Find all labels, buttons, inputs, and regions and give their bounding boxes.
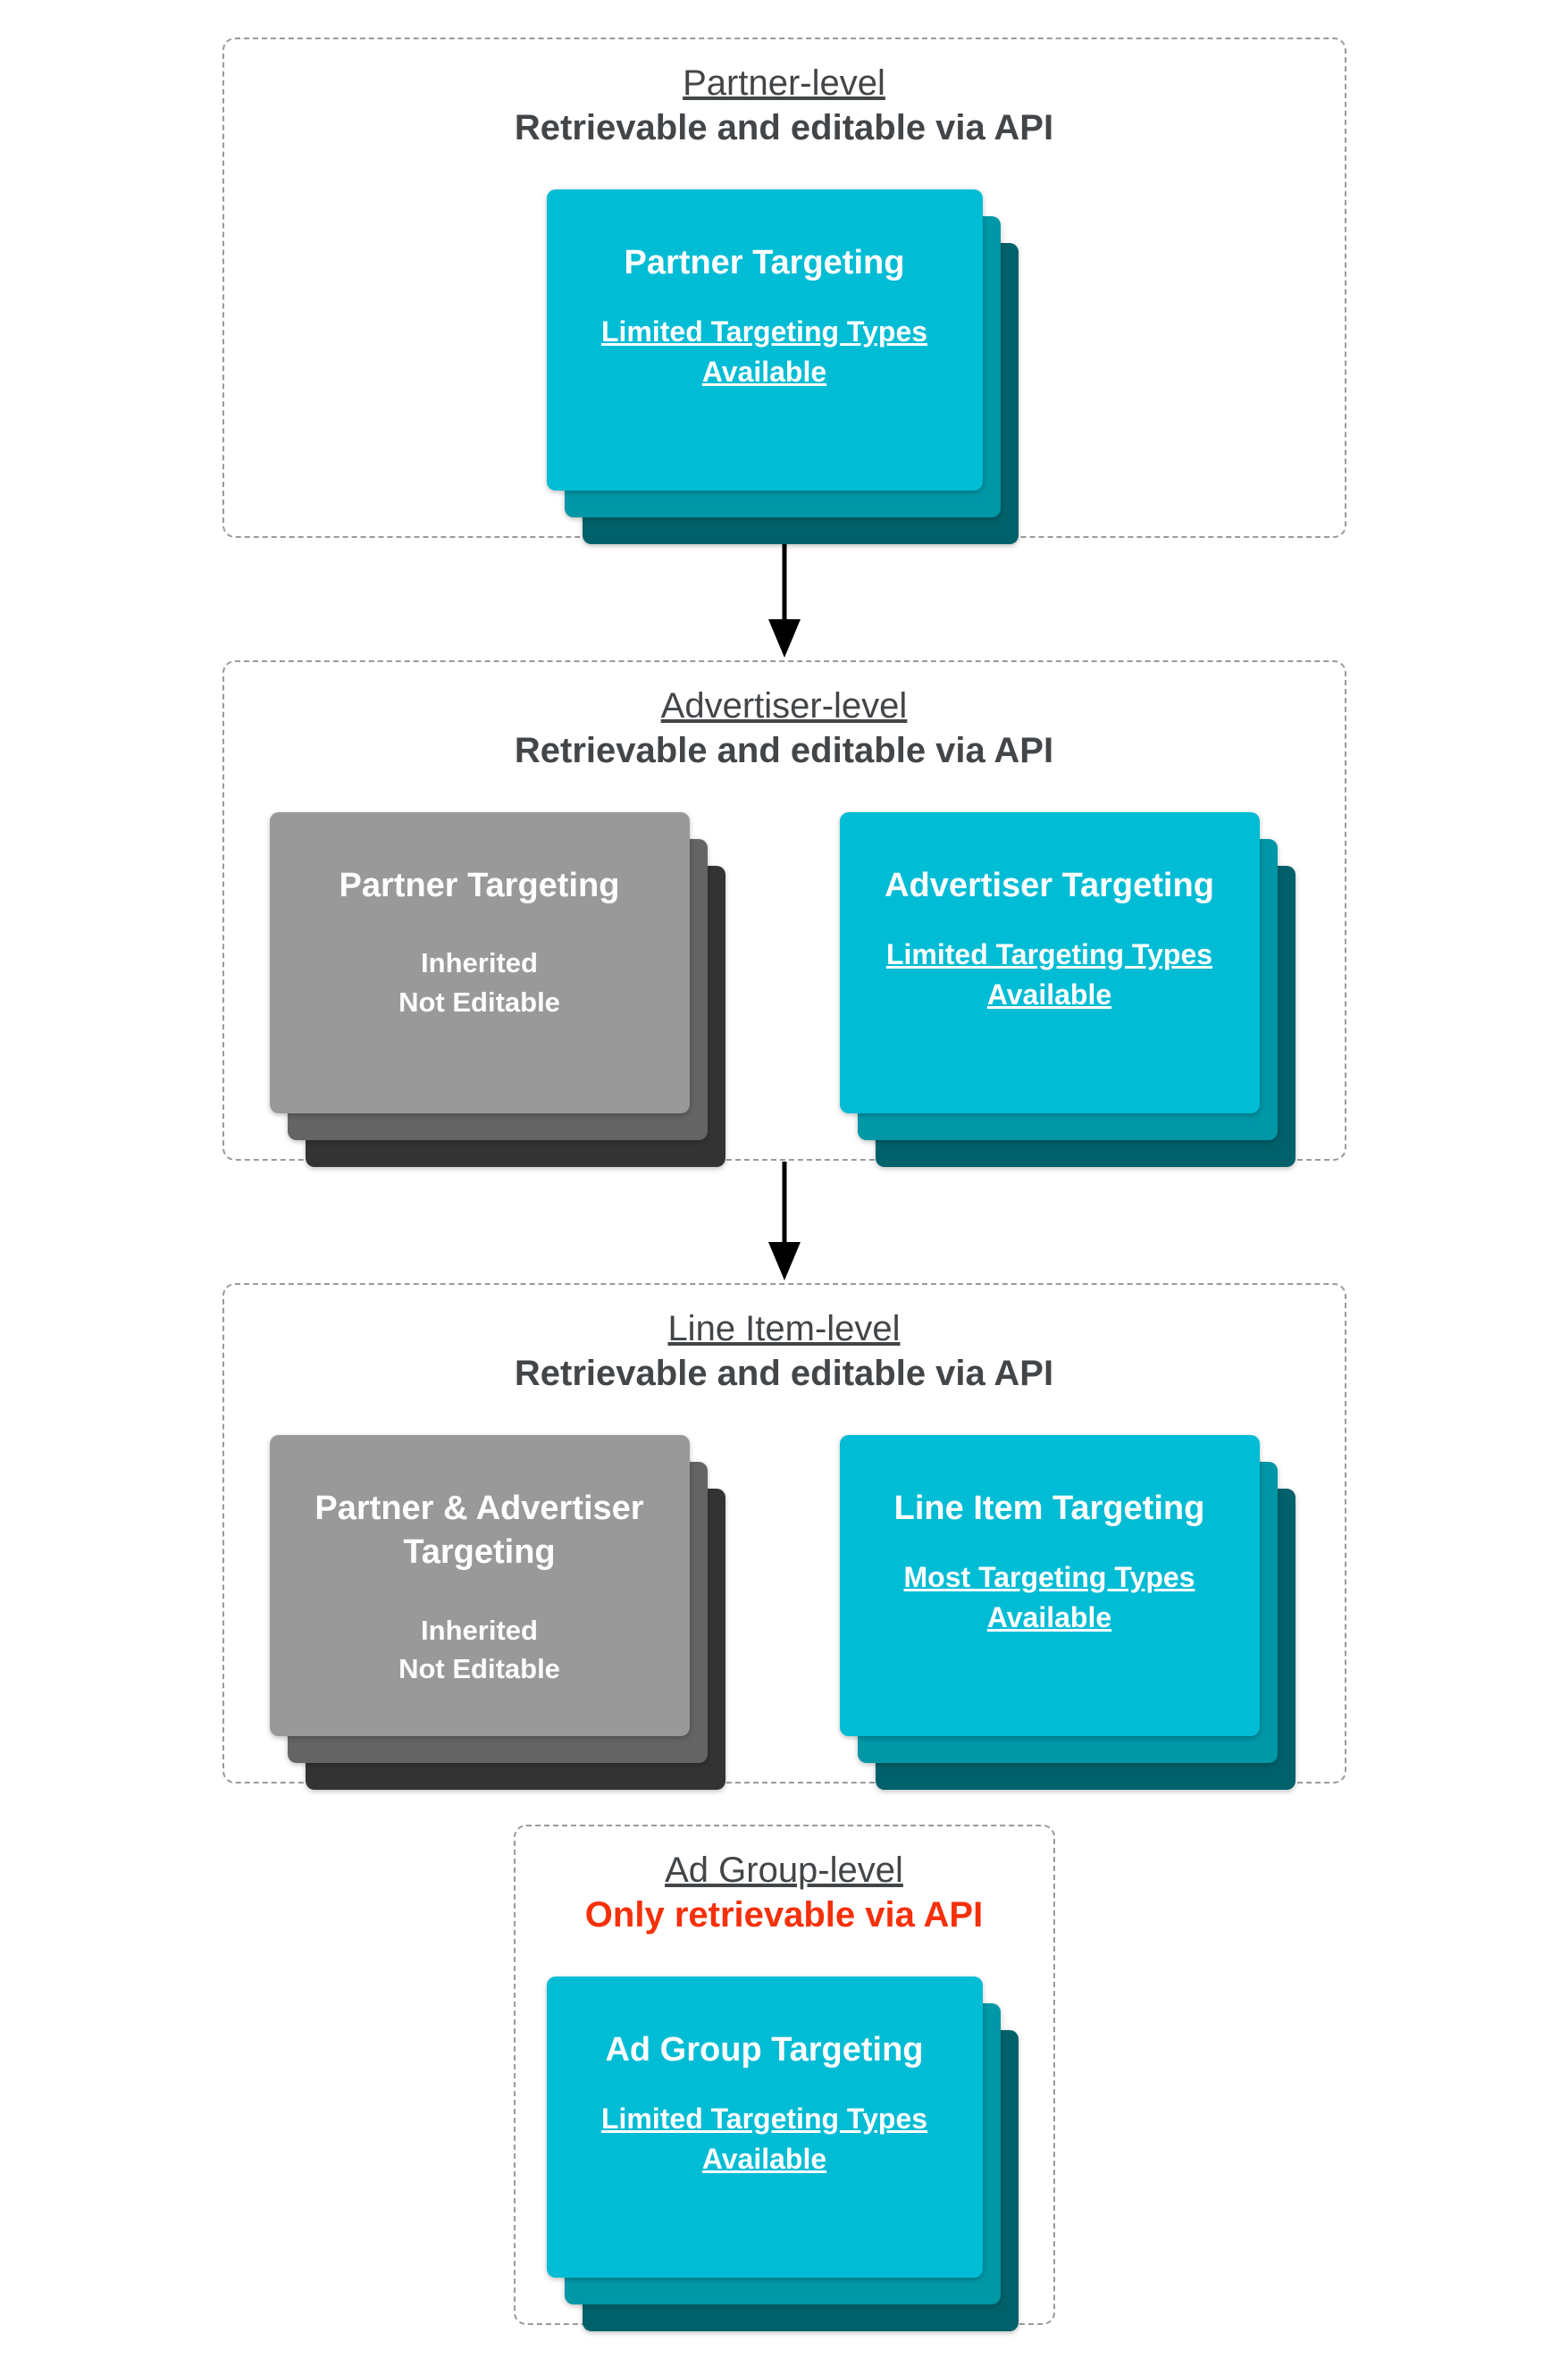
card-stack-partner-targeting: Partner Targeting Limited Targeting Type… [546, 189, 1022, 544]
card-body-line: Not Editable [398, 986, 560, 1018]
card-stack-partner-targeting-inherited: Partner Targeting Inherited Not Editable [269, 812, 729, 1167]
card-body-line: Inherited [421, 1614, 538, 1646]
section-partner-level: Partner-level Retrievable and editable v… [222, 38, 1346, 544]
card-stack-advertiser-targeting: Advertiser Targeting Limited Targeting T… [839, 812, 1299, 1167]
card-ad-group-targeting: Ad Group Targeting Limited Targeting Typ… [546, 1977, 983, 2278]
section-title-advertiser-level: Advertiser-level [660, 686, 908, 726]
card-partner-targeting-inherited: Partner Targeting Inherited Not Editable [269, 812, 690, 1113]
section-subtitle-advertiser-level: Retrievable and editable via API [514, 731, 1054, 770]
card-title: Partner & Advertiser Targeting [314, 1490, 644, 1572]
card-stack-line-item-targeting: Line Item Targeting Most Targeting Types… [839, 1435, 1299, 1790]
section-title-line-item-level: Line Item-level [667, 1309, 901, 1348]
section-subtitle-line-item-level: Retrievable and editable via API [514, 1354, 1054, 1393]
card-link-limited-targeting-types[interactable]: Limited Targeting Types Available [600, 315, 928, 389]
card-title: Partner Targeting [339, 867, 620, 904]
section-advertiser-level: Advertiser-level Retrievable and editabl… [222, 660, 1346, 1167]
card-link-limited-targeting-types[interactable]: Limited Targeting Types Available [600, 2103, 928, 2176]
card-title: Advertiser Targeting [885, 867, 1214, 904]
section-ad-group-level: Ad Group-level Only retrievable via API … [513, 1825, 1055, 2331]
cards-row: Partner Targeting Limited Targeting Type… [224, 189, 1345, 544]
card-body-line: Inherited [421, 947, 538, 979]
section-title-partner-level: Partner-level [683, 63, 885, 103]
flow-arrow-gap [767, 1161, 802, 1283]
cards-row: Partner Targeting Inherited Not Editable… [224, 812, 1345, 1167]
section-subtitle-partner-level: Retrievable and editable via API [514, 108, 1054, 147]
card-title: Ad Group Targeting [605, 2031, 924, 2069]
flow-arrow-gap [767, 538, 802, 660]
section-line-item-level: Line Item-level Retrievable and editable… [222, 1283, 1346, 1790]
card-body: Inherited Not Editable [398, 944, 560, 1021]
card-title: Line Item Targeting [893, 1490, 1205, 1527]
card-advertiser-targeting: Advertiser Targeting Limited Targeting T… [839, 812, 1260, 1113]
card-line-item-targeting: Line Item Targeting Most Targeting Types… [839, 1435, 1260, 1736]
card-link-most-targeting-types[interactable]: Most Targeting Types Available [903, 1561, 1195, 1634]
cards-row: Ad Group Targeting Limited Targeting Typ… [516, 1977, 1053, 2331]
card-stack-partner-advertiser-targeting: Partner & Advertiser Targeting Inherited… [269, 1435, 729, 1790]
section-subtitle-ad-group-level: Only retrievable via API [584, 1895, 984, 1935]
card-stack-ad-group-targeting: Ad Group Targeting Limited Targeting Typ… [546, 1977, 1022, 2331]
down-arrow-icon [767, 539, 801, 658]
card-link-limited-targeting-types[interactable]: Limited Targeting Types Available [885, 938, 1213, 1011]
card-partner-targeting: Partner Targeting Limited Targeting Type… [546, 189, 983, 491]
cards-row: Partner & Advertiser Targeting Inherited… [224, 1435, 1345, 1790]
card-partner-advertiser-targeting: Partner & Advertiser Targeting Inherited… [269, 1435, 690, 1736]
card-body-line: Not Editable [398, 1653, 560, 1685]
card-title: Partner Targeting [624, 244, 905, 281]
section-title-ad-group-level: Ad Group-level [665, 1851, 903, 1890]
down-arrow-icon [767, 1162, 801, 1280]
card-body: Inherited Not Editable [398, 1611, 560, 1689]
